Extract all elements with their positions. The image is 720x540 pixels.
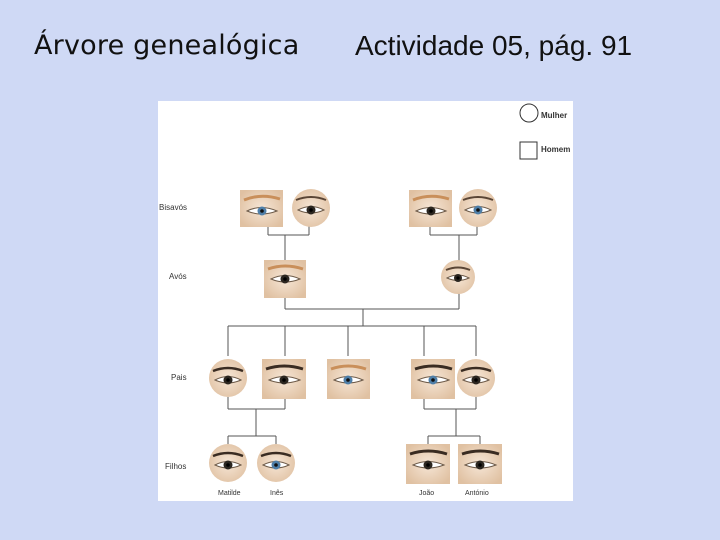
eye-child-matilde — [209, 444, 247, 482]
eye-parent-4 — [411, 359, 455, 399]
slide-title-left: Árvore genealógica — [34, 30, 300, 61]
eye-great-grandmother-right — [459, 189, 497, 227]
label-grandparents: Avós — [169, 272, 187, 281]
eye-child-joao — [406, 444, 450, 484]
legend-circle-icon — [519, 103, 539, 123]
eye-grandmother — [441, 260, 475, 294]
eye-portraits — [209, 189, 502, 484]
label-children: Filhos — [165, 462, 186, 471]
label-great-grandparents: Bisavós — [159, 203, 187, 212]
eye-great-grandfather-right — [409, 190, 452, 227]
eye-parent-2 — [262, 359, 306, 399]
eye-great-grandfather-left — [240, 190, 283, 227]
eye-child-ines — [257, 444, 295, 482]
eye-parent-1 — [209, 359, 247, 397]
child-name-matilde: Matilde — [218, 490, 241, 497]
eye-child-antonio — [458, 444, 502, 484]
legend-male-label: Homem — [541, 145, 570, 154]
family-tree-diagram: Mulher Homem Bisavós Avós Pais Filhos — [159, 103, 570, 497]
eye-parent-5 — [457, 359, 495, 397]
legend-female-label: Mulher — [541, 111, 567, 120]
family-tree-figure: Mulher Homem Bisavós Avós Pais Filhos — [158, 101, 573, 501]
label-parents: Pais — [171, 373, 187, 382]
child-name-joao: João — [419, 490, 434, 497]
child-name-antonio: António — [465, 490, 489, 497]
eye-grandfather — [264, 260, 306, 298]
child-name-ines: Inês — [270, 490, 284, 497]
eye-great-grandmother-left — [292, 189, 330, 227]
tree-lines — [227, 223, 481, 444]
slide-title-right: Actividade 05, pág. 91 — [355, 30, 633, 61]
legend-square-icon — [519, 141, 538, 160]
eye-parent-3 — [327, 359, 370, 399]
